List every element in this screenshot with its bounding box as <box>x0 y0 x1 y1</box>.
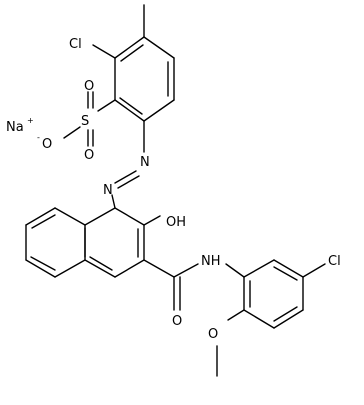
chloro-bond-top <box>92 44 116 59</box>
atom-s: S <box>81 114 89 129</box>
atom-o-sulfonyl-bottom: O <box>84 148 94 163</box>
charge-plus: + <box>27 116 34 125</box>
methoxy-bond <box>227 309 245 321</box>
atom-o-sulfonyl-top: O <box>84 79 94 94</box>
atom-n-azo-1: N <box>140 155 150 170</box>
charge-minus: - <box>37 133 40 142</box>
sulfonate-group: S O O O - <box>37 79 116 163</box>
atom-o-amide: O <box>172 314 182 329</box>
chloro-bond-right <box>302 263 326 278</box>
hydroxyl-bond <box>143 215 161 226</box>
naphthalene-ring-left <box>25 207 86 278</box>
benzene-ring-bottom-right <box>243 259 304 329</box>
atom-o-methoxy: O <box>208 327 218 342</box>
atom-n-azo-2: N <box>103 183 113 198</box>
azo-linkage: N N <box>103 120 150 209</box>
benzene-ring-top <box>114 36 175 122</box>
atom-cl-top: Cl <box>69 37 82 52</box>
atom-o-minus: O <box>42 137 52 152</box>
atom-cl-right: Cl <box>328 254 341 269</box>
amide-group: O NH <box>143 254 245 329</box>
atom-nh: NH <box>201 254 221 269</box>
atom-na: Na <box>6 120 24 135</box>
atom-oh: OH <box>166 215 186 230</box>
naphthalene-ring-right <box>84 207 145 278</box>
